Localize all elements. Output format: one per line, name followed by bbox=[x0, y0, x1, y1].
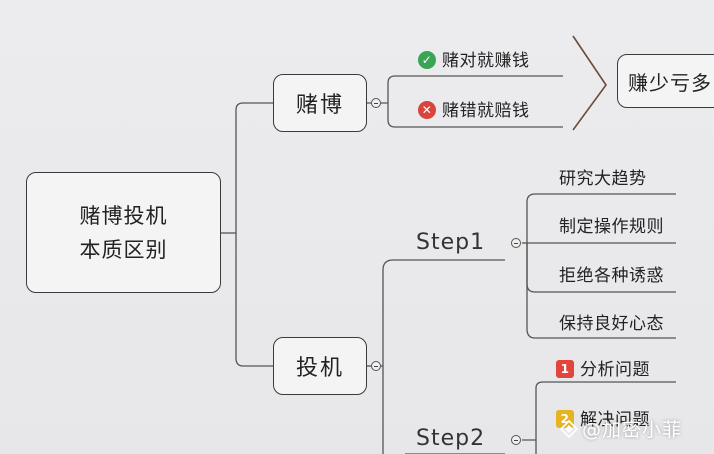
root-line-1: 赌博投机 bbox=[79, 203, 168, 228]
step2-item-1[interactable]: 1 分析问题 bbox=[556, 355, 650, 380]
leaf-dubo-1[interactable]: ✓ 赌对就赚钱 bbox=[418, 46, 530, 71]
collapse-toggle-step1[interactable] bbox=[511, 238, 521, 248]
step2-item-2-label: 解决问题 bbox=[580, 410, 650, 430]
branch-node-touji[interactable]: 投机 bbox=[273, 337, 367, 395]
result-label: 赚少亏多 bbox=[628, 70, 712, 95]
watermark: @加密小菲 bbox=[560, 415, 682, 442]
connector-root-touji bbox=[235, 233, 273, 367]
step1-item-4[interactable]: 保持良好心态 bbox=[559, 314, 664, 334]
step1-item-1[interactable]: 研究大趋势 bbox=[559, 169, 647, 189]
step2-item-1-label: 分析问题 bbox=[580, 360, 650, 380]
root-line-2: 本质区别 bbox=[79, 237, 168, 262]
collapse-toggle-step2[interactable] bbox=[511, 435, 521, 445]
connector-touji-step1 bbox=[382, 259, 505, 366]
connector-step2-trunk bbox=[522, 381, 676, 441]
step1-label[interactable]: Step1 bbox=[416, 230, 486, 255]
leaf-dubo-2[interactable]: ✕ 赌错就赔钱 bbox=[418, 96, 530, 121]
watermark-logo-icon bbox=[560, 420, 578, 438]
step1-item-2[interactable]: 制定操作规则 bbox=[559, 217, 664, 237]
leaf-dubo-1-label: 赌对就赚钱 bbox=[442, 51, 530, 71]
branch-label-dubo: 赌博 bbox=[295, 93, 344, 118]
priority-2-icon: 2 bbox=[556, 410, 574, 428]
connector-step1-item4 bbox=[526, 243, 676, 339]
check-icon: ✓ bbox=[418, 51, 436, 69]
collapse-toggle-dubo[interactable] bbox=[371, 98, 381, 108]
leaf-dubo-2-label: 赌错就赔钱 bbox=[442, 101, 530, 121]
priority-1-icon: 1 bbox=[556, 360, 574, 378]
cross-icon: ✕ bbox=[418, 101, 436, 119]
result-node[interactable]: 赚少亏多 bbox=[617, 54, 714, 108]
connector-step1-item1 bbox=[526, 193, 676, 243]
branch-node-dubo[interactable]: 赌博 bbox=[273, 74, 367, 132]
result-bracket bbox=[572, 35, 607, 131]
root-node[interactable]: 赌博投机 本质区别 bbox=[26, 172, 221, 293]
connector-dubo-item2 bbox=[387, 103, 563, 128]
collapse-toggle-touji[interactable] bbox=[371, 361, 381, 371]
connector-dubo-item1 bbox=[387, 75, 563, 103]
branch-label-touji: 投机 bbox=[295, 356, 344, 381]
connector-root-dubo bbox=[235, 102, 273, 233]
step1-item-3[interactable]: 拒绝各种诱惑 bbox=[559, 266, 664, 286]
step2-item-2[interactable]: 2 解决问题 bbox=[556, 405, 650, 430]
step2-label[interactable]: Step2 bbox=[416, 426, 486, 451]
watermark-text: @加密小菲 bbox=[582, 419, 683, 441]
